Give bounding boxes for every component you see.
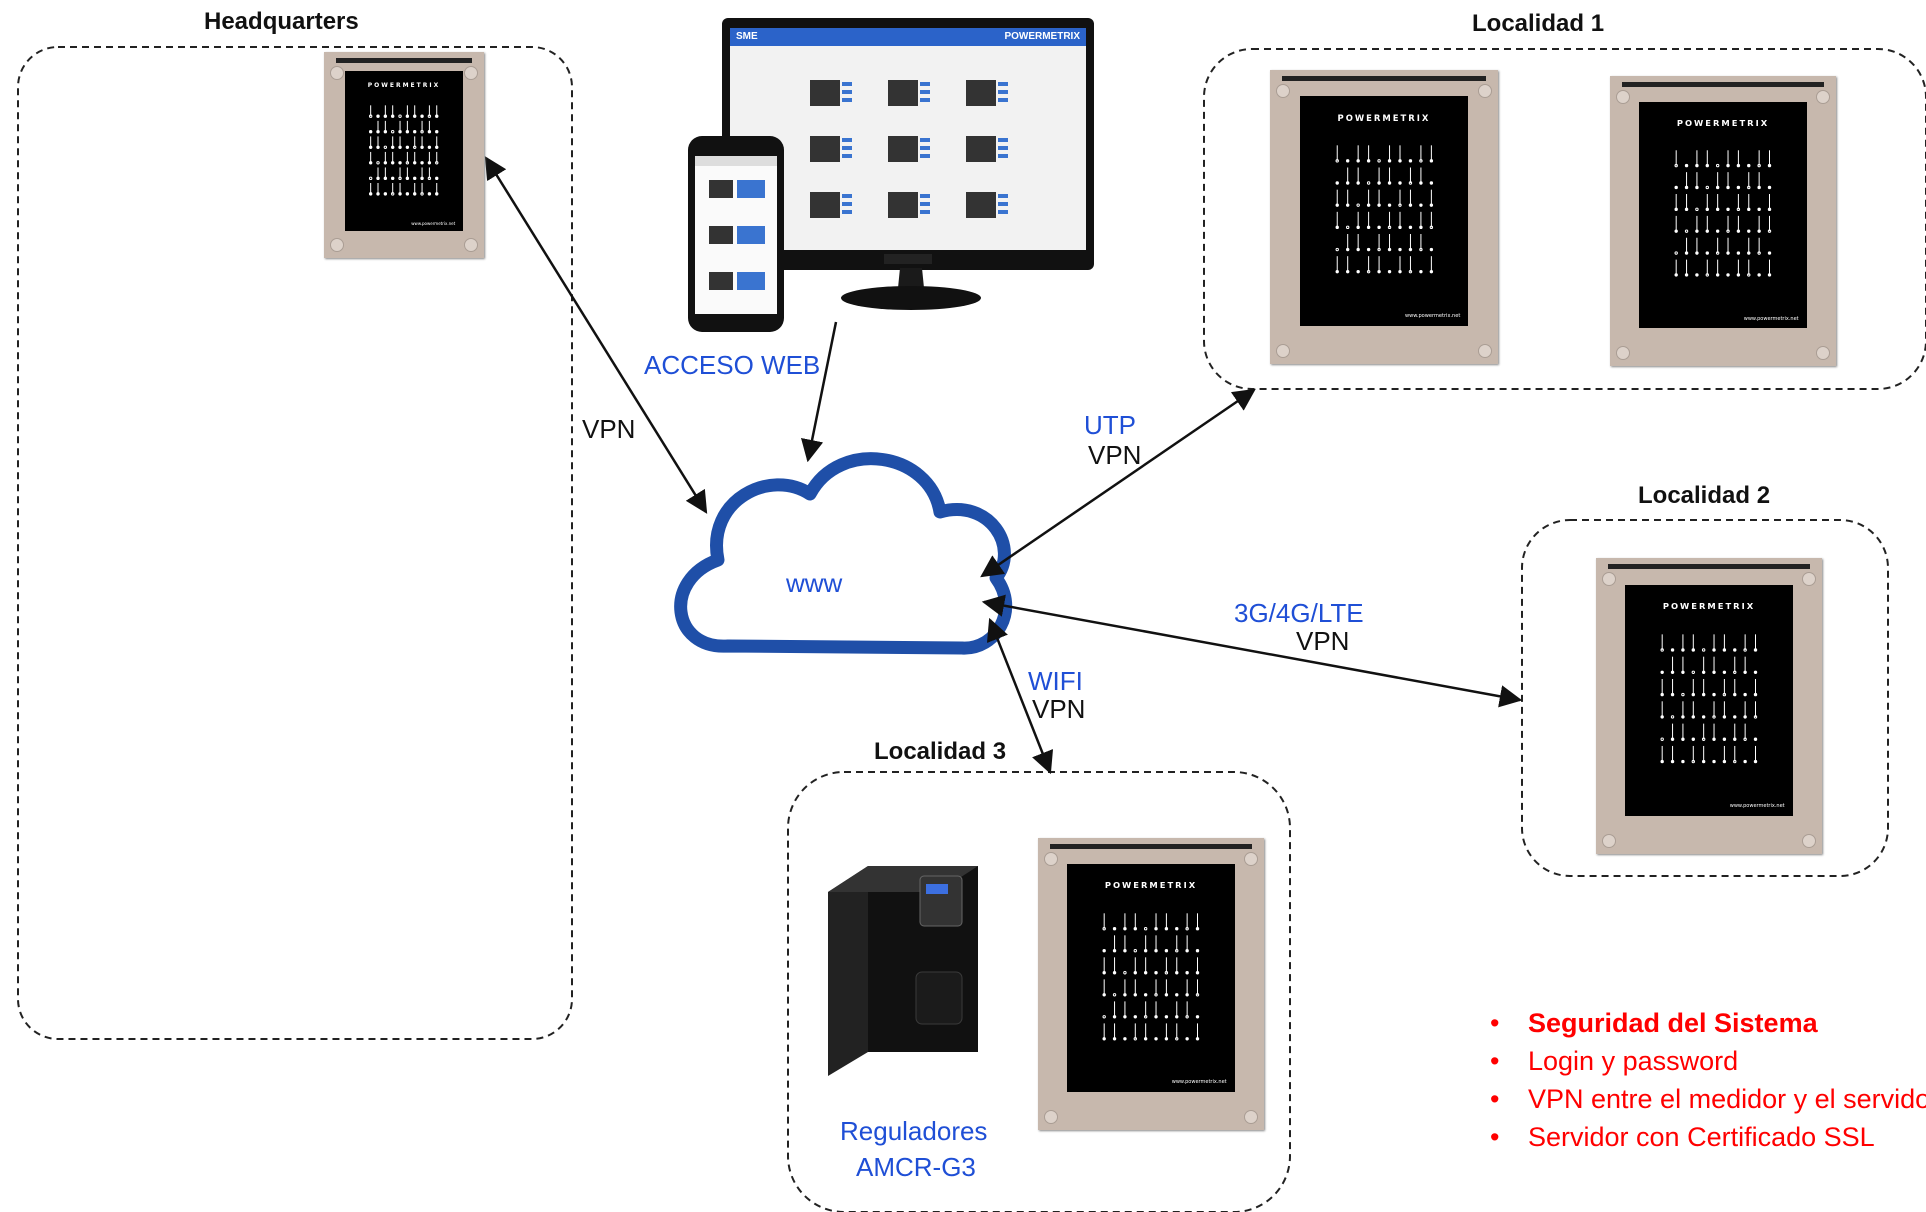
headquarters-title: Headquarters — [204, 8, 359, 35]
cloud-label: www — [786, 568, 843, 598]
localidad3-meter-panel: POWERMETRIX www.powermetrix.net — [1038, 838, 1264, 1130]
security-notes: •Seguridad del Sistema •Login y password… — [1490, 1004, 1926, 1156]
localidad1-medium-label: UTP — [1084, 410, 1136, 440]
hq-link-arrow — [484, 156, 708, 514]
localidad2-meter-panel: POWERMETRIX www.powermetrix.net — [1596, 558, 1822, 854]
monitor-app-left: SME — [736, 31, 758, 42]
regulators-label-line1: Reguladores — [840, 1116, 988, 1146]
panel-url: www.powermetrix.net — [1743, 315, 1799, 322]
dashboard-grid — [810, 80, 1008, 218]
localidad2-vpn-label: VPN — [1296, 626, 1350, 656]
panel-brand: POWERMETRIX — [1104, 880, 1198, 891]
web-access-arrow — [801, 321, 838, 463]
localidad2-link-arrow — [981, 594, 1523, 708]
headquarters-meter-panel: POWERMETRIX www.powermetrix.net — [324, 52, 484, 258]
panel-pin-pattern — [1660, 634, 1758, 764]
localidad1-link-arrow — [980, 388, 1256, 578]
regulators-label-line2: AMCR-G3 — [856, 1152, 976, 1182]
panel-brand: POWERMETRIX — [1662, 600, 1756, 611]
panel-pin-pattern — [1102, 913, 1200, 1041]
panel-brand: POWERMETRIX — [367, 81, 441, 89]
regulator-ups — [828, 866, 978, 1076]
localidad3-vpn-label: VPN — [1032, 694, 1086, 724]
panel-url: www.powermetrix.net — [1729, 802, 1785, 809]
localidad1-meter-panel-2: POWERMETRIX www.powermetrix.net — [1610, 76, 1836, 366]
cloud-icon — [674, 452, 1013, 655]
panel-brand: POWERMETRIX — [1676, 117, 1770, 128]
hq-vpn-label: VPN — [582, 414, 636, 444]
acceso-web-label: ACCESO WEB — [644, 350, 821, 380]
security-note-item: Login y password — [1528, 1046, 1739, 1076]
monitor-app-right: POWERMETRIX — [1004, 31, 1080, 42]
monitor-screen: SME POWERMETRIX — [730, 28, 1086, 250]
localidad1-title: Localidad 1 — [1472, 10, 1605, 37]
localidad1-region — [1203, 48, 1926, 390]
monitor-stand — [841, 268, 981, 310]
localidad3-link-arrow — [986, 617, 1054, 775]
panel-pin-pattern — [1674, 150, 1772, 277]
phone-screen — [695, 156, 777, 314]
panel-pin-pattern — [369, 104, 439, 196]
localidad1-meter-panel-1: POWERMETRIX www.powermetrix.net — [1270, 70, 1498, 364]
security-note-item: VPN entre el medidor y el servidor — [1528, 1084, 1926, 1114]
security-notes-title: Seguridad del Sistema — [1528, 1008, 1818, 1038]
localidad2-title: Localidad 2 — [1638, 482, 1771, 509]
panel-pin-pattern — [1335, 145, 1433, 274]
localidad3-medium-label: WIFI — [1028, 666, 1083, 696]
localidad2-medium-label: 3G/4G/LTE — [1234, 598, 1364, 628]
localidad3-title: Localidad 3 — [874, 738, 1007, 765]
panel-url: www.powermetrix.net — [1404, 312, 1461, 319]
panel-brand: POWERMETRIX — [1337, 112, 1431, 123]
security-note-item: Servidor con Certificado SSL — [1528, 1122, 1875, 1152]
web-monitor: SME POWERMETRIX — [722, 18, 1094, 270]
panel-url: www.powermetrix.net — [411, 221, 456, 227]
smartphone — [688, 136, 784, 332]
localidad1-vpn-label: VPN — [1088, 440, 1142, 470]
panel-url: www.powermetrix.net — [1171, 1079, 1227, 1086]
headquarters-region — [17, 46, 573, 1040]
